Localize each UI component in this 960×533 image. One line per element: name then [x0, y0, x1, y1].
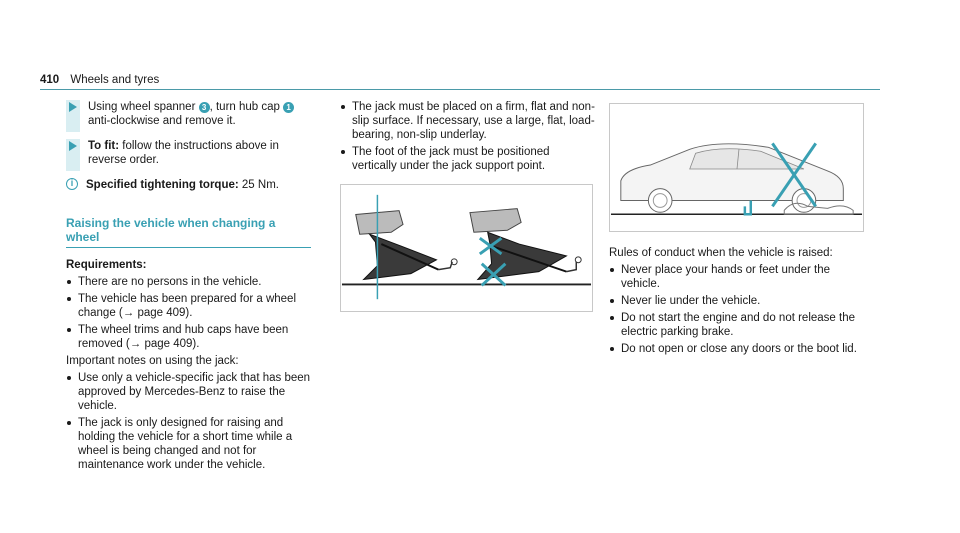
list-item: There are no persons in the vehicle.	[66, 275, 311, 289]
list-item: Use only a vehicle-specific jack that ha…	[66, 371, 311, 413]
list-item: The wheel trims and hub caps have been r…	[66, 323, 311, 351]
requirements-list: There are no persons in the vehicle. The…	[66, 275, 311, 351]
vehicle-raised-illustration	[609, 103, 864, 232]
list-item: The vehicle has been prepared for a whee…	[66, 292, 311, 320]
jack-illustration	[340, 184, 593, 312]
info-icon: i	[66, 178, 78, 190]
torque-info: i Specified tightening torque: 25 Nm.	[66, 178, 311, 192]
callout-number: 1	[283, 102, 295, 113]
jack-drawing	[341, 194, 592, 300]
column-right: Rules of conduct when the vehicle is rai…	[609, 246, 869, 359]
rules-list: Never place your hands or feet under the…	[609, 263, 869, 356]
notes-list: Use only a vehicle-specific jack that ha…	[66, 371, 311, 472]
page-number: 410	[40, 74, 60, 86]
list-item: Do not open or close any doors or the bo…	[609, 342, 869, 356]
page-header: 410 Wheels and tyres	[40, 73, 159, 87]
step-remove-hub-cap: Using wheel spanner 3, turn hub cap 1 an…	[66, 100, 311, 132]
jack-placement-list: The jack must be placed on a firm, flat …	[340, 100, 595, 173]
chapter-title: Wheels and tyres	[70, 74, 160, 86]
requirements-label: Requirements:	[66, 259, 147, 271]
list-item: The jack must be placed on a firm, flat …	[340, 100, 595, 142]
car-drawing	[610, 142, 863, 216]
list-item: Never lie under the vehicle.	[609, 294, 869, 308]
column-middle: The jack must be placed on a firm, flat …	[340, 100, 595, 176]
header-rule	[40, 89, 880, 90]
column-left: Using wheel spanner 3, turn hub cap 1 an…	[66, 100, 311, 475]
callout-number: 3	[198, 102, 210, 113]
list-item: The jack is only designed for raising an…	[66, 416, 311, 472]
rules-intro: Rules of conduct when the vehicle is rai…	[609, 247, 833, 259]
arrow-right-icon	[69, 102, 77, 112]
notes-intro: Important notes on using the jack:	[66, 355, 239, 367]
list-item: The foot of the jack must be positioned …	[340, 145, 595, 173]
step-to-fit: To fit: follow the instructions above in…	[66, 139, 311, 171]
section-title: Raising the vehicle when changing a whee…	[66, 216, 311, 248]
arrow-right-icon	[69, 141, 77, 151]
list-item: Do not start the engine and do not relea…	[609, 311, 869, 339]
list-item: Never place your hands or feet under the…	[609, 263, 869, 291]
